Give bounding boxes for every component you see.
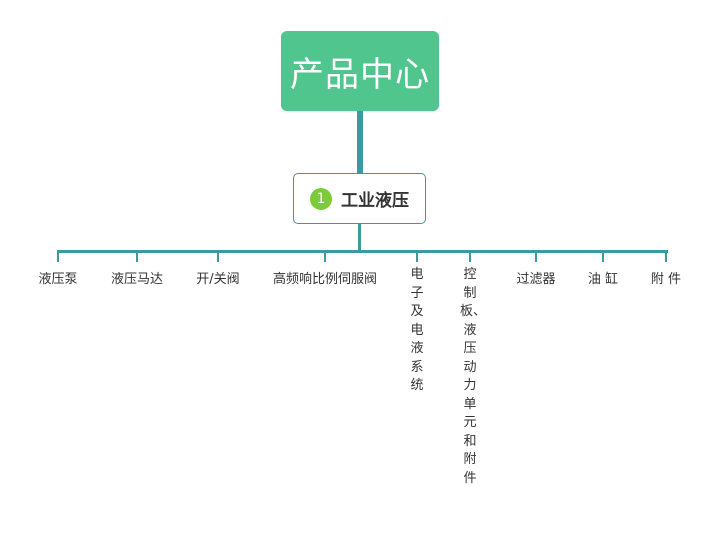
leaf-connector [324,250,326,262]
leaf-electronic-systems[interactable]: 电子及电液系统 [410,267,424,393]
root-node-label: 产品中心 [290,54,430,95]
category-node-label: 工业液压 [341,191,409,211]
leaf-control-panels-power-units[interactable]: 控制板、液压动力单元和附件 [460,267,487,486]
leaf-cylinder[interactable]: 油 缸 [587,272,619,287]
leaf-hydraulic-pump[interactable]: 液压泵 [38,272,78,287]
leaf-connector [57,250,59,262]
leaf-connector [602,250,604,262]
leaf-connector [136,250,138,262]
leaf-filter[interactable]: 过滤器 [516,272,556,287]
leaf-hydraulic-motor[interactable]: 液压马达 [110,272,164,287]
leaf-connector [217,250,219,262]
branch-bus-line [57,250,668,253]
number-badge-icon: 1 [310,187,332,210]
leaf-connector [665,250,667,262]
leaf-servo-valve[interactable]: 高频响比例伺服阀 [272,272,378,287]
leaf-connector [416,250,418,262]
leaf-connector [469,250,471,262]
root-connector [357,111,363,173]
category-node[interactable]: 1 工业液压 [293,173,426,224]
category-connector [358,224,361,251]
root-node[interactable]: 产品中心 [281,31,439,111]
leaf-connector [535,250,537,262]
leaf-on-off-valve[interactable]: 开/关阀 [196,272,240,287]
leaf-accessories[interactable]: 附 件 [650,272,682,287]
